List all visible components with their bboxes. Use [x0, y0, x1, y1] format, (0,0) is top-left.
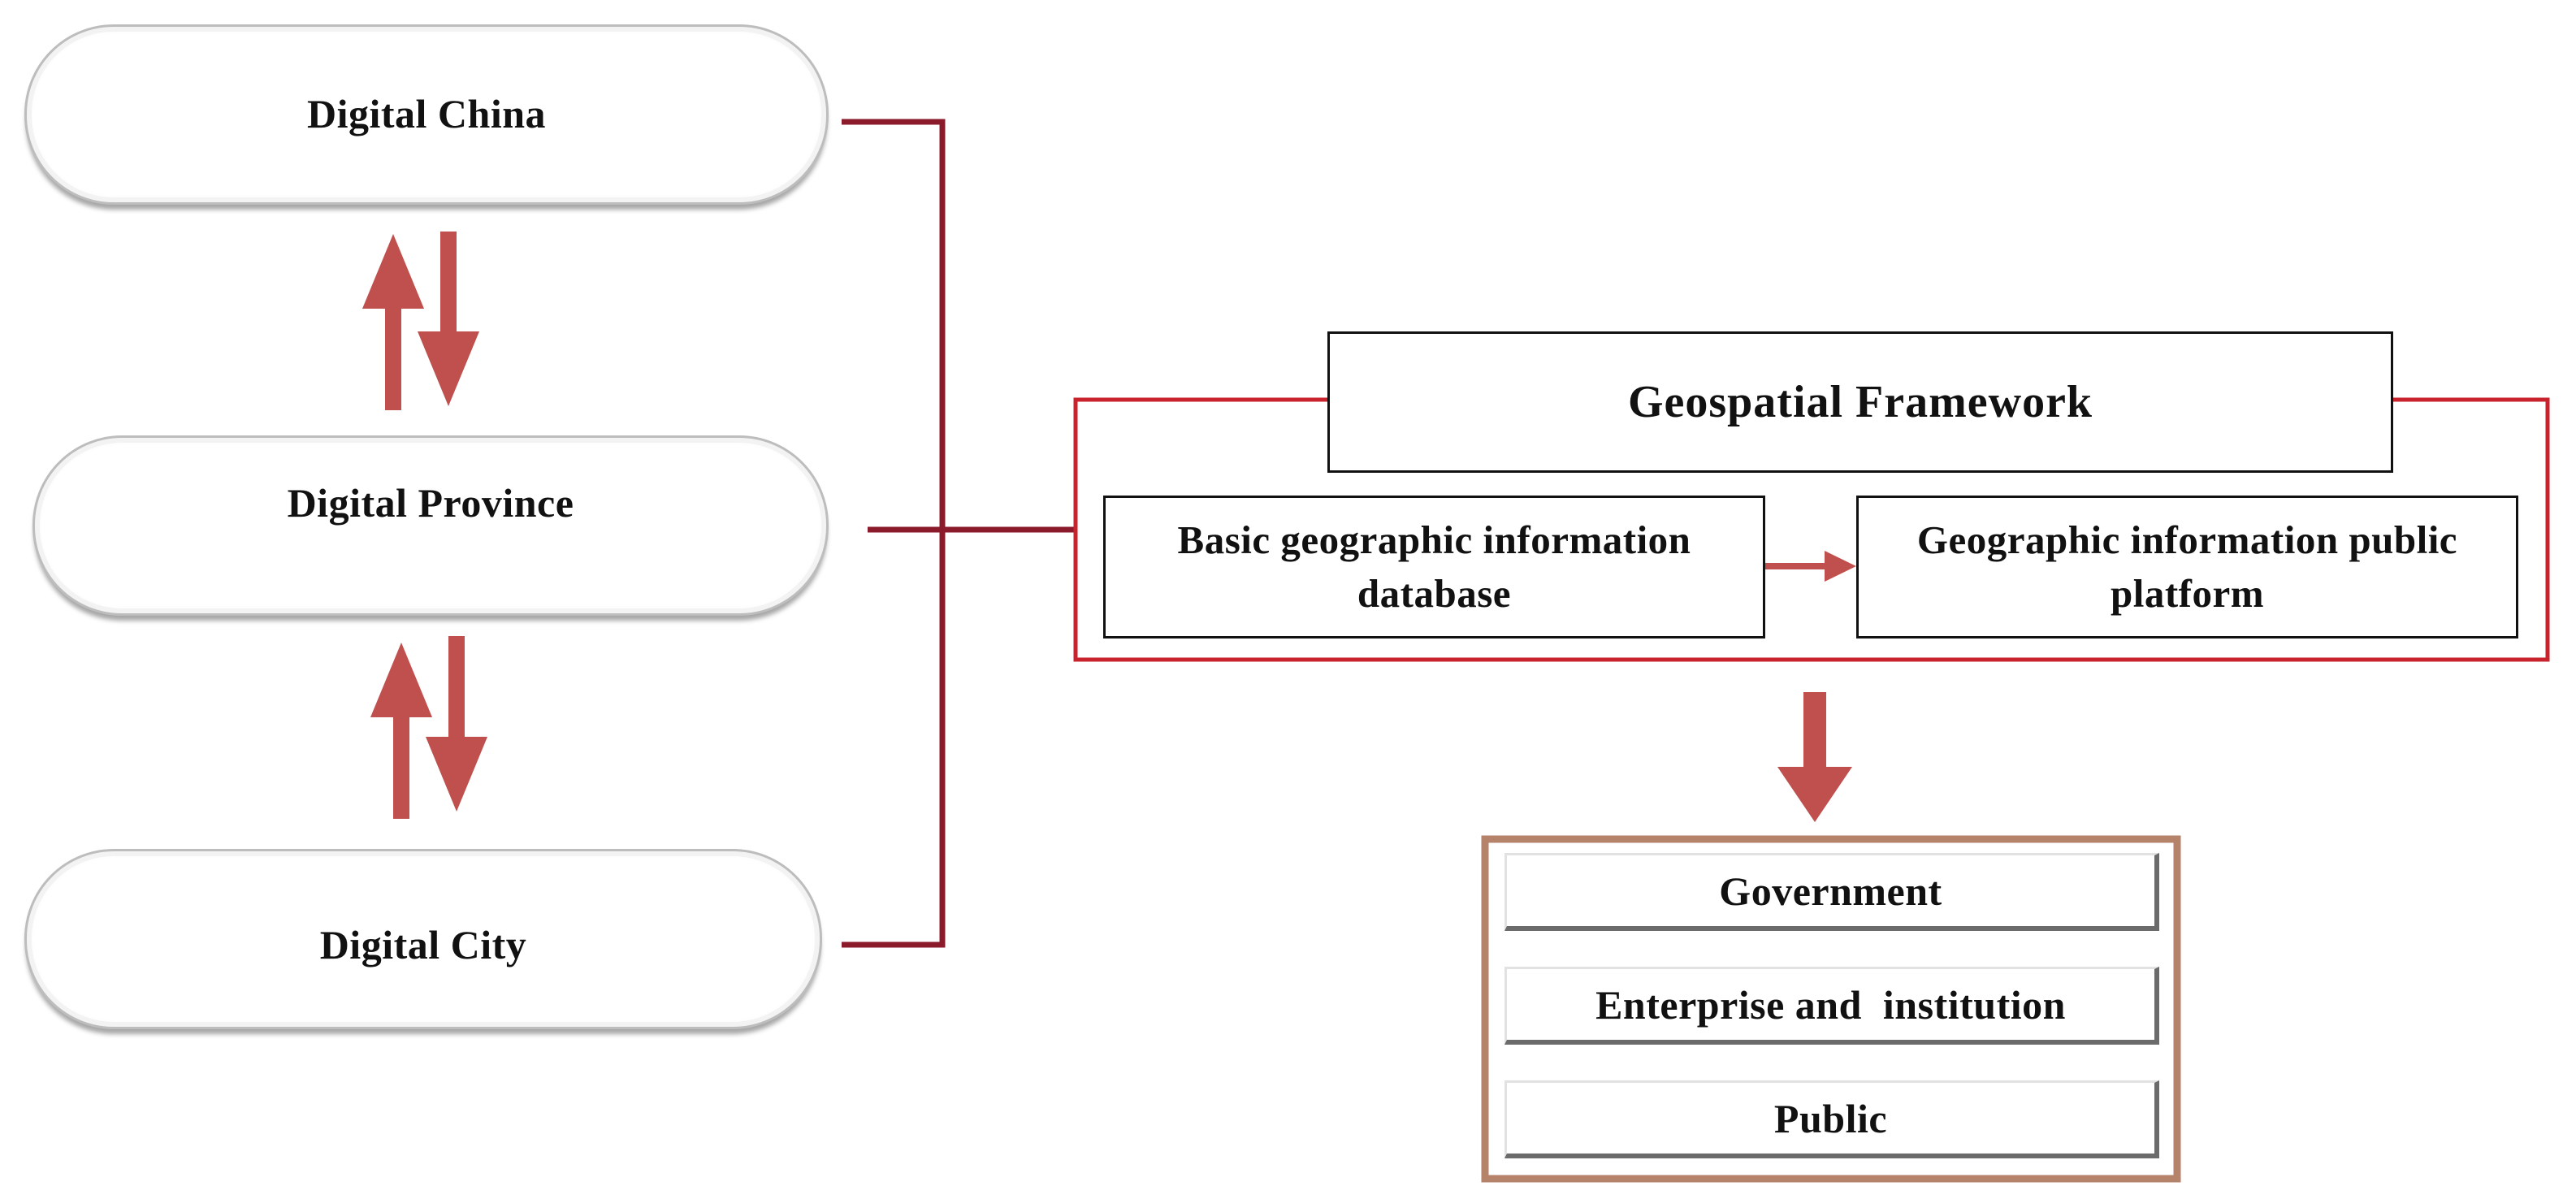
- platform-label: Geographic information public platform: [1916, 517, 2458, 616]
- framework-title-box: Geospatial Framework: [1327, 331, 2393, 473]
- enterprise-institution-label: Enterprise and institution: [1595, 981, 2066, 1028]
- right-arrow-icon: [1825, 551, 1856, 582]
- digital-city-node: Digital City: [24, 849, 822, 1029]
- government-label: Government: [1719, 868, 1942, 914]
- enterprise-institution-box: Enterprise and institution: [1504, 967, 2159, 1045]
- users-container: [1481, 835, 2181, 1183]
- up-arrow-icon: [370, 643, 432, 819]
- database-box: Basic geographic information database: [1103, 496, 1765, 638]
- framework-to-users-arrow: [1777, 692, 1852, 822]
- china-province-arrows: [362, 232, 479, 410]
- province-city-arrows: [370, 636, 487, 819]
- digital-china-label: Digital China: [306, 91, 547, 136]
- digital-province-label: Digital Province: [287, 480, 574, 526]
- right-arrow-shaft: [1764, 563, 1829, 569]
- digital-city-label: Digital City: [319, 922, 527, 967]
- government-box: Government: [1504, 853, 2159, 931]
- platform-box: Geographic information public platform: [1856, 496, 2518, 638]
- digital-province-node: Digital Province: [32, 435, 829, 616]
- down-arrow-icon: [426, 636, 487, 812]
- down-arrow-icon: [418, 232, 479, 406]
- public-label: Public: [1773, 1095, 1888, 1141]
- digital-china-node: Digital China: [24, 24, 829, 205]
- public-box: Public: [1504, 1080, 2159, 1158]
- down-arrow-icon: [1777, 692, 1852, 822]
- up-arrow-icon: [362, 234, 424, 410]
- hierarchy-bracket: [842, 119, 946, 948]
- database-label: Basic geographic information database: [1177, 517, 1691, 616]
- framework-title: Geospatial Framework: [1627, 377, 2093, 427]
- database-to-platform-arrow: [1764, 551, 1856, 582]
